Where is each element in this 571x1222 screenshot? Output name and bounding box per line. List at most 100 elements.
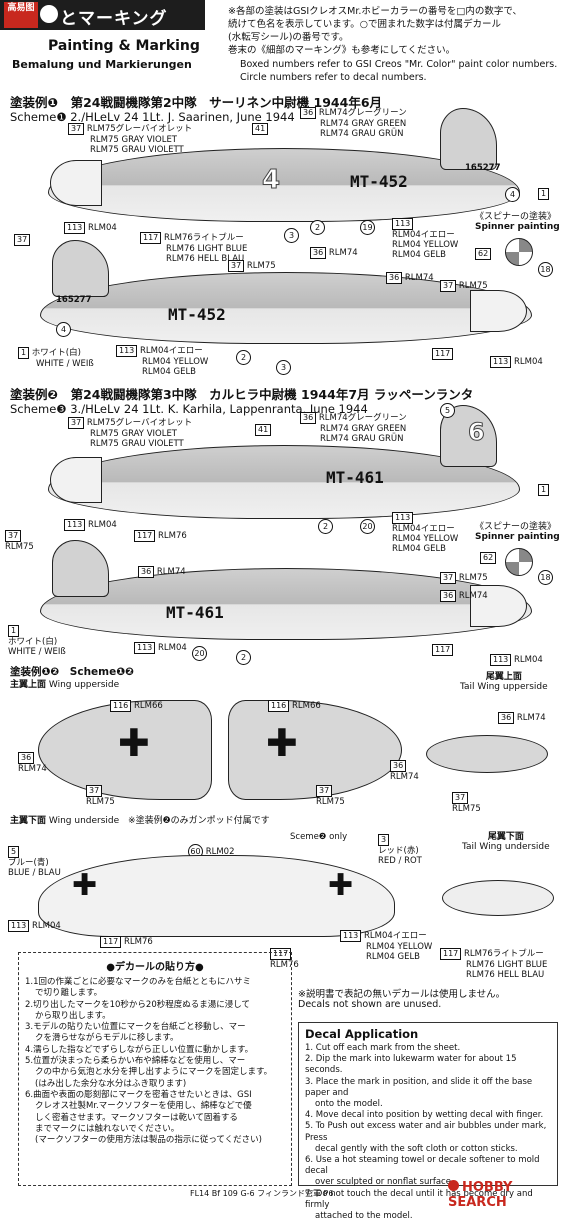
underside-cross-right-icon: ✚: [328, 868, 354, 903]
rlm66-b: RLM66: [291, 701, 321, 711]
scheme1-code-left: MT-452: [168, 305, 226, 324]
rlm75-f: RLM75: [316, 797, 345, 807]
decal-20-circle: 20: [360, 519, 375, 534]
color-37-label-b: 37 RLM75グレーバイオレット RLM75 GRAY VIOLET RLM7…: [68, 417, 192, 449]
decal-jp-body: 1.1回の作業ごとに必要なマークのみを台紙とともにハサミ で切り離します。 2.…: [19, 973, 291, 1150]
note-en-2: Circle numbers refer to decal numbers.: [240, 72, 427, 83]
paint-37-box-c: 37: [228, 260, 245, 272]
scheme2-code-left: MT-461: [166, 603, 224, 622]
decal-jp-l3: 3.モデルの貼りたい位置にマークを台紙ごと移動し、マー: [25, 1022, 246, 1033]
rlm74-d: RLM74: [458, 591, 488, 601]
wing-underside: [38, 855, 395, 937]
color-36-label: 36 RLM74グレーグリーン RLM74 GRAY GREEN RLM74 G…: [300, 107, 407, 139]
decal-jp-l6: 6.曲面や表面の彫刻部にマークを密着させたいときは、GSI: [25, 1089, 252, 1100]
rlm04-f: RLM04: [31, 921, 61, 931]
scheme2-digit: 6: [468, 418, 486, 447]
c36-jp: RLM74グレーグリーン: [318, 108, 407, 118]
c37-en: RLM75 GRAY VIOLET: [90, 135, 178, 145]
paint-113-box-b: 113: [392, 218, 414, 230]
note-jp-2: 続けて色名を表示しています。○で囲まれた数字は付属デカール: [228, 19, 502, 30]
scheme1-yellow-cowl: [50, 160, 102, 206]
decal-jp-l6c: しく密着させます。マークソフターは乾いて固着する: [35, 1112, 238, 1123]
c113-en-b: RLM04 YELLOW: [142, 357, 209, 367]
paint-113-box-g: 113: [134, 642, 156, 654]
wings-title: 塗装例❶❷ Scheme❶❷: [10, 666, 135, 678]
tail-upper-en: Tail Wing upperside: [460, 682, 548, 692]
unused-note: ※説明書で表記の無いデカールは使用しません。 Decals not shown …: [298, 990, 505, 1010]
rlm74-label-c: 36 RLM74: [138, 566, 186, 578]
wing-upper-jp: 主翼上面: [10, 680, 47, 690]
decal-jp-l6b: クレオス社製Mr.マークソフターを使用し、綿棒などで優: [35, 1101, 252, 1112]
paint-36-box: 36: [300, 107, 317, 119]
paint-37-box-g: 37: [440, 572, 457, 584]
scheme1-serial: 165277: [465, 163, 501, 173]
wing-lower-jp: 主翼下面: [10, 816, 47, 826]
white-en: WHITE / WEIß: [36, 359, 94, 369]
header-banner: 高易图 とマーキング: [0, 0, 205, 30]
spinner-label-b: 《スピナーの塗装》 Spinner painting: [475, 522, 560, 542]
scheme1-rlm04-label: 113 RLM04: [64, 222, 117, 234]
decal-2-circle-c: 2: [318, 519, 333, 534]
paint-36-box-e: 36: [138, 566, 155, 578]
decal-2-circle-d: 2: [236, 650, 251, 665]
paint-117-box-d: 117: [432, 644, 454, 656]
decal-jp-l6e: (マークソフターの使用方法は製品の指示に従ってください): [35, 1135, 262, 1146]
rlm75-c: RLM75: [5, 542, 34, 552]
rlm75-b: RLM75: [458, 281, 488, 291]
c113-jp: RLM04イエロー: [392, 230, 455, 240]
unused-jp: ※説明書で表記の無いデカールは使用しません。: [298, 989, 506, 1000]
balkenkreuz-right-icon: ✚: [266, 721, 298, 765]
rlm74-label-g: 36 RLM74: [498, 712, 546, 724]
scheme1-tail-fin: [440, 108, 497, 170]
wing-lower-title: 主翼下面 Wing underside ※塗装例❷のみガンポッド付属です: [10, 816, 270, 826]
white-jp-b: ホワイト(白): [8, 637, 58, 647]
color-117-label-b: 117 RLM76ライトブルー RLM76 LIGHT BLUE RLM76 H…: [440, 948, 547, 980]
title-de: Bemalung und Markierungen: [12, 58, 192, 71]
scheme1-title-jp: 塗装例❶ 第24戦闘機隊第2中隊 サーリネン中尉機 1944年6月: [10, 95, 383, 110]
c113-jp-b: RLM04イエロー: [139, 346, 203, 356]
rlm76-a: RLM76: [157, 531, 187, 541]
paint-1-box-d: 1: [8, 625, 20, 637]
sceme2-only-label: Sceme❷ only: [290, 832, 348, 842]
c36-de: RLM74 GRAU GRÜN: [320, 129, 404, 139]
c117-en-b: RLM76 LIGHT BLUE: [466, 960, 548, 970]
decal-instructions-en: Decal Application 1. Cut off each mark f…: [298, 1022, 558, 1221]
spinner-en: Spinner painting: [475, 222, 560, 232]
c113-en-d: RLM04 YELLOW: [366, 942, 433, 952]
paint-37-box-d: 37: [440, 280, 457, 292]
decal-2-circle: 2: [310, 220, 325, 235]
wing-upper-title: 主翼上面 Wing upperside: [10, 680, 119, 690]
rlm04-label-e: 113 RLM04: [490, 654, 543, 666]
red-en: RED / ROT: [378, 856, 422, 866]
paint-62-box-b: 62: [480, 552, 497, 564]
c113-de-c: RLM04 GELB: [392, 544, 447, 554]
watermark: HOBBY SEARCH: [448, 1180, 571, 1210]
tail-upper-plane: [426, 735, 548, 773]
paint-36-box-i: 36: [498, 712, 515, 724]
rlm74-c: RLM74: [156, 567, 186, 577]
rlm04-e: RLM04: [513, 655, 543, 665]
c117-en: RLM76 LIGHT BLUE: [166, 244, 248, 254]
spinner-jp: 《スピナーの塗装》: [475, 212, 557, 222]
paint-113-box-f: 113: [392, 512, 414, 524]
c117-jp: RLM76ライトブルー: [163, 233, 244, 243]
paint-113-box-d: 113: [490, 356, 512, 368]
rlm74-f: RLM74: [390, 772, 419, 782]
c36-en-b: RLM74 GRAY GREEN: [320, 424, 407, 434]
paint-117-box-b: 117: [432, 348, 454, 360]
rlm75-a: RLM75: [246, 261, 276, 271]
decal-en-l3b: onto the model.: [315, 1099, 383, 1110]
rlm76-c: RLM76: [270, 960, 299, 970]
tail-underside-plane: [442, 880, 554, 916]
rlm04-label-c: 113 RLM04: [64, 519, 117, 531]
decal-jp-l6d: までマークには触れないでください。: [35, 1123, 180, 1134]
decal-en-l4: 4. Move decal into position by wetting d…: [305, 1110, 544, 1121]
c37-en-b: RLM75 GRAY VIOLET: [90, 429, 178, 439]
decal-en-l5b: decal gently with the soft cloth or cott…: [315, 1143, 518, 1154]
rlm76-label-a: 117 RLM76: [134, 530, 187, 542]
rlm02-a: RLM02: [205, 847, 235, 857]
paint-note-jp: ※各部の塗装はGSIクレオスMr.ホビーカラーの番号を□内の数字で、 続けて色名…: [228, 5, 568, 57]
